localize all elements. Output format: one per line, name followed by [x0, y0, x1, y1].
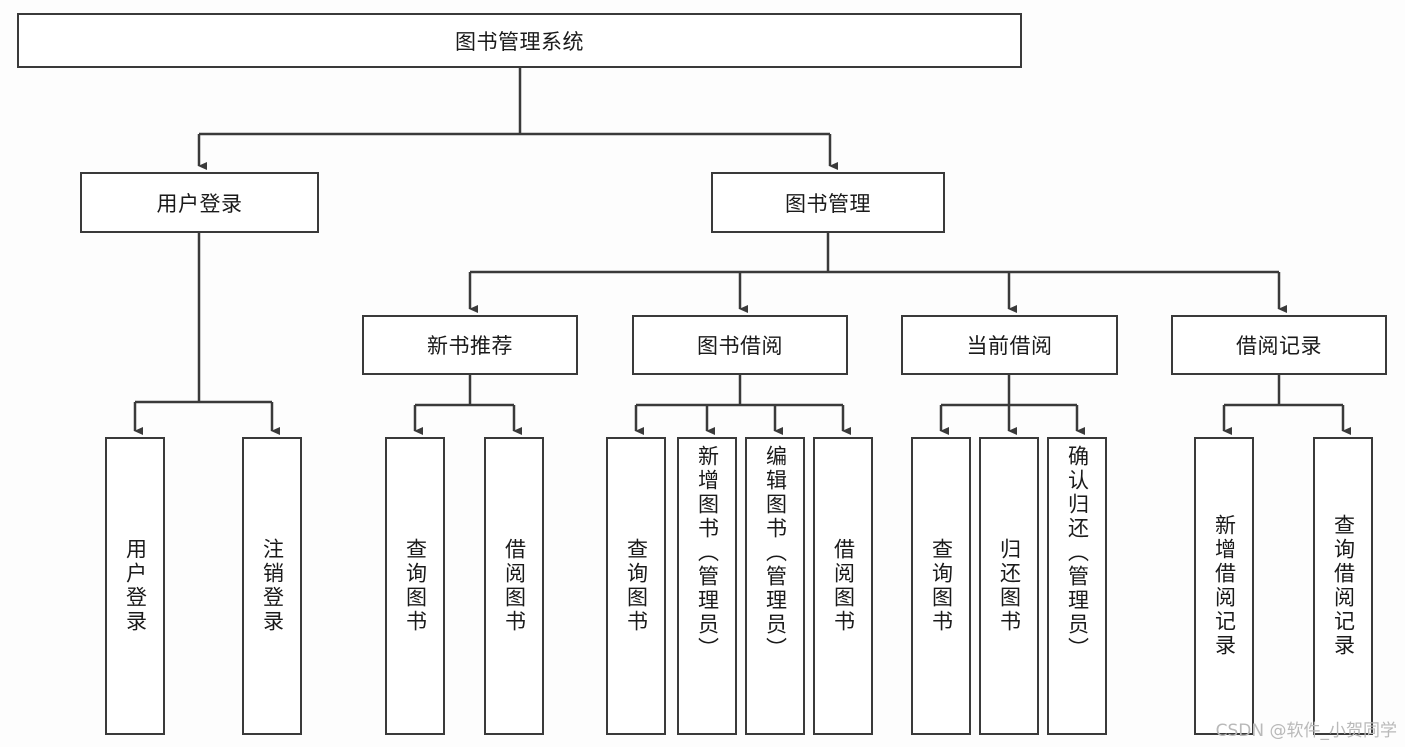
node-label: 借阅记录: [1236, 334, 1322, 358]
node-label: 新书推荐: [427, 334, 513, 358]
node-new-book-recommend[interactable]: 新书推荐: [362, 315, 578, 375]
leaf-label: 新增图书（管理员）: [695, 445, 720, 661]
leaf-label: 查询图书: [403, 538, 428, 634]
leaf-label: 借阅图书: [831, 538, 856, 634]
node-label: 图书管理系统: [455, 29, 584, 54]
leaf-label: 查询图书: [929, 538, 954, 634]
leaf-borrow-book[interactable]: 借阅图书: [813, 437, 873, 735]
node-user-login[interactable]: 用户登录: [80, 172, 319, 233]
leaf-logout-login[interactable]: 注销登录: [242, 437, 302, 735]
node-label: 当前借阅: [966, 334, 1053, 358]
leaf-label: 注销登录: [260, 538, 285, 634]
leaf-query-book-borrow[interactable]: 查询图书: [606, 437, 666, 735]
leaf-label: 查询借阅记录: [1331, 514, 1356, 658]
leaf-label: 查询图书: [624, 538, 649, 634]
node-root-system[interactable]: 图书管理系统: [17, 13, 1022, 68]
leaf-label: 用户登录: [123, 538, 148, 634]
leaf-label: 借阅图书: [502, 538, 527, 634]
leaf-return-book[interactable]: 归还图书: [979, 437, 1039, 735]
leaf-label: 新增借阅记录: [1212, 514, 1237, 658]
leaf-query-book-recommend[interactable]: 查询图书: [385, 437, 445, 735]
node-book-borrow[interactable]: 图书借阅: [632, 315, 848, 375]
leaf-query-book-current[interactable]: 查询图书: [911, 437, 971, 735]
node-borrow-record[interactable]: 借阅记录: [1171, 315, 1387, 375]
leaf-label: 编辑图书（管理员）: [763, 445, 788, 661]
node-current-borrow[interactable]: 当前借阅: [901, 315, 1118, 375]
leaf-borrow-book-recommend[interactable]: 借阅图书: [484, 437, 544, 735]
leaf-add-borrow-record[interactable]: 新增借阅记录: [1194, 437, 1254, 735]
leaf-label: 确认归还（管理员）: [1065, 445, 1090, 661]
leaf-confirm-return-admin[interactable]: 确认归还（管理员）: [1047, 437, 1107, 735]
leaf-label: 归还图书: [997, 538, 1022, 634]
leaf-add-book-admin[interactable]: 新增图书（管理员）: [677, 437, 737, 735]
node-book-management[interactable]: 图书管理: [711, 172, 945, 233]
leaf-edit-book-admin[interactable]: 编辑图书（管理员）: [745, 437, 805, 735]
node-label: 用户登录: [156, 191, 243, 216]
node-label: 图书借阅: [697, 334, 783, 358]
node-label: 图书管理: [785, 191, 871, 216]
leaf-query-borrow-record[interactable]: 查询借阅记录: [1313, 437, 1373, 735]
leaf-user-login[interactable]: 用户登录: [105, 437, 165, 735]
